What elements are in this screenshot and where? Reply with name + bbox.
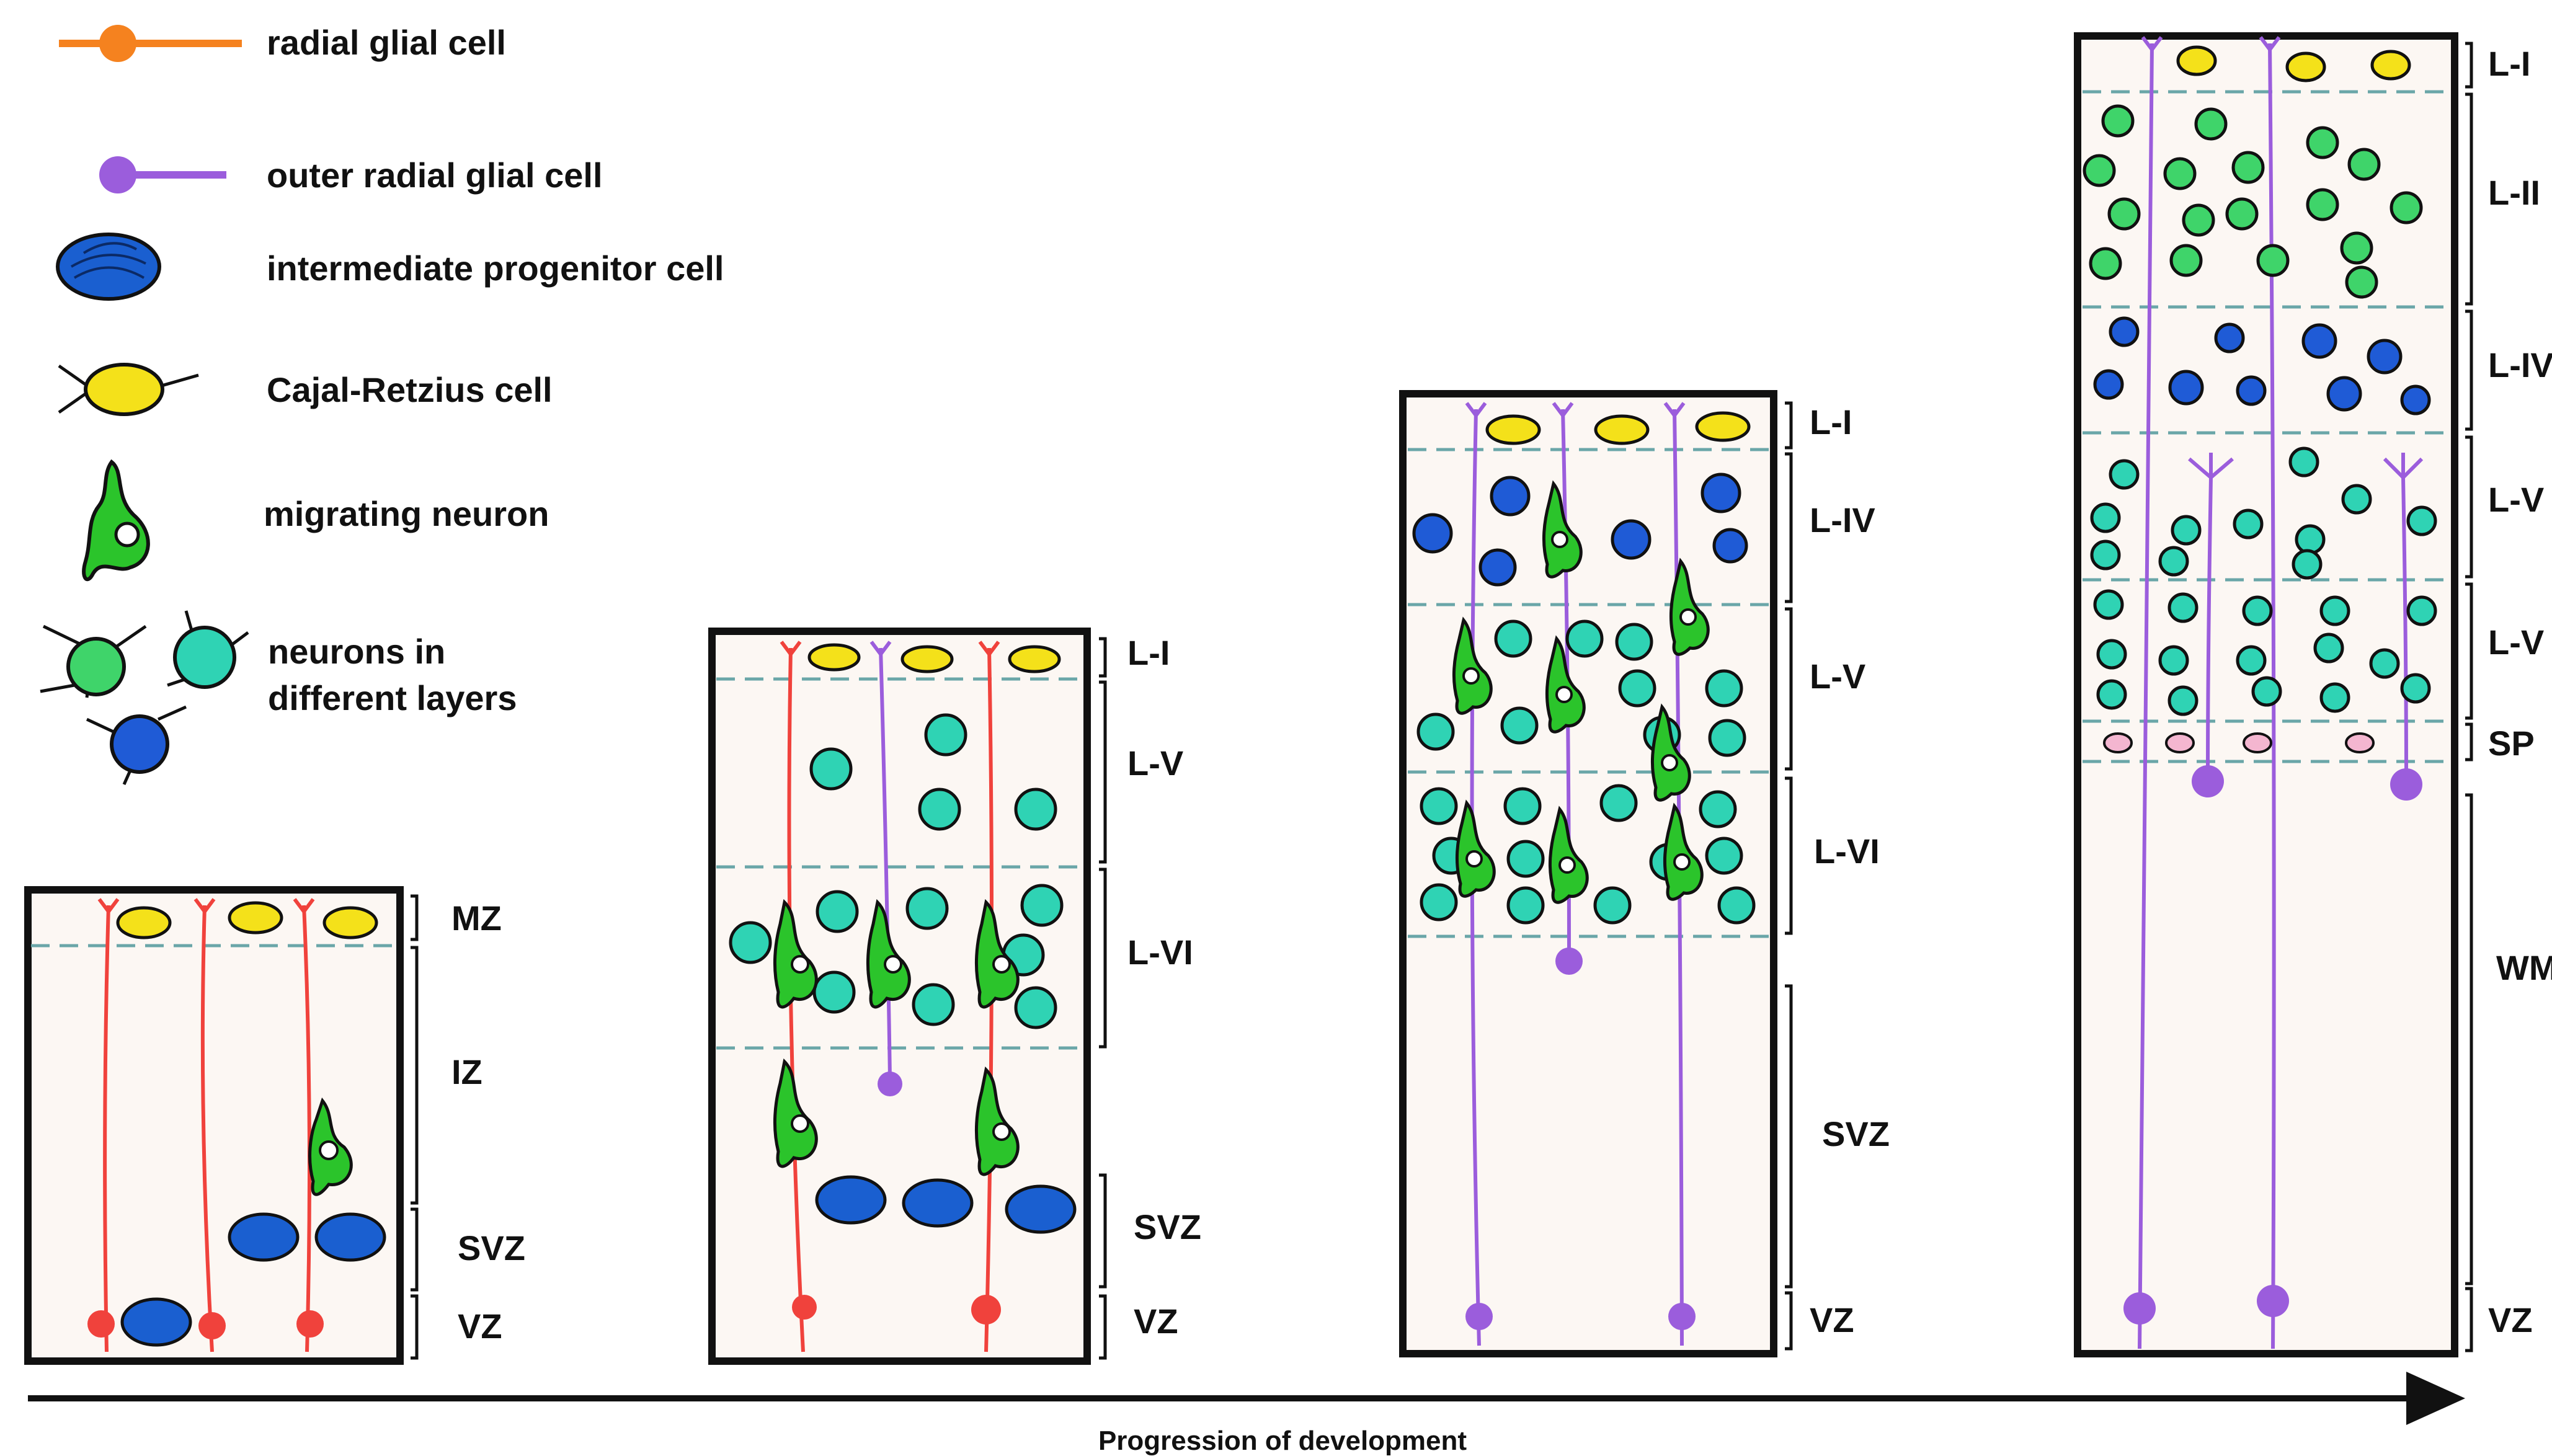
- stage-3-zone-l-i: L-I: [1810, 402, 1852, 442]
- neurons-legend-icon: [40, 610, 249, 786]
- legend-label-radial: radial glial cell: [267, 23, 506, 62]
- stage-1-zone-svz: SVZ: [458, 1228, 525, 1267]
- stage-4-zone-l-v-a: L-V: [2488, 480, 2544, 519]
- stage-2-zone-l-v: L-V: [1127, 744, 1183, 783]
- stage-4-zone-l-i: L-I: [2488, 44, 2530, 83]
- stage-2-zone-brackets: [1099, 637, 1107, 1360]
- stage-1-zone-vz: VZ: [458, 1307, 502, 1346]
- legend-migrating-neuron: migrating neuron: [82, 459, 549, 582]
- migrating-neuron: [308, 1097, 353, 1196]
- legend-label-migrating: migrating neuron: [264, 494, 549, 533]
- migrating-neuron-legend-icon: [82, 459, 150, 582]
- stage-2-panel: L-I L-V L-VI SVZ VZ: [708, 628, 1201, 1365]
- progression-label: Progression of development: [1098, 1426, 1467, 1456]
- stage-3-zone-l-vi: L-VI: [1814, 832, 1880, 871]
- stage-1-zone-iz: IZ: [451, 1052, 482, 1091]
- stage-4-zone-l-v-b: L-V: [2488, 623, 2544, 662]
- layer-neurons-green: [2083, 104, 2423, 299]
- legend-radial-glial-cell: radial glial cell: [59, 23, 506, 62]
- progression-arrow: [28, 1372, 2465, 1425]
- layer-neurons-blue: [1412, 473, 1748, 587]
- cajal-retzius-cells: [1485, 411, 1751, 445]
- stage-2-zone-l-i: L-I: [1127, 633, 1170, 672]
- radial-glia-fibers: [97, 898, 315, 1352]
- legend-cajal-retzius: Cajal-Retzius cell: [58, 363, 553, 416]
- stage-2-zone-vz: VZ: [1134, 1302, 1178, 1341]
- outer-radial-glia-legend-icon: [99, 156, 226, 193]
- stage-4-zone-wm: WM: [2496, 948, 2552, 987]
- stage-4-zone-l-iv: L-IV: [2488, 345, 2552, 384]
- stage-4-zone-l-ii: L-II: [2488, 173, 2540, 212]
- ipc-legend-icon: [56, 233, 161, 301]
- stage-2-zone-svz: SVZ: [1134, 1207, 1201, 1246]
- stage-3-zone-vz: VZ: [1810, 1300, 1854, 1339]
- subplate-neurons: [2103, 732, 2375, 753]
- intermediate-progenitor-cells: [120, 1212, 386, 1347]
- migrating-neurons: [773, 899, 1020, 1176]
- stage-2-zone-l-vi: L-VI: [1127, 933, 1193, 972]
- stage-1-panel: MZ IZ SVZ VZ: [24, 886, 525, 1365]
- legend-label-outer: outer radial glial cell: [267, 156, 603, 195]
- layer-neurons-teal: [729, 713, 1064, 1029]
- cajal-retzius-cells: [807, 643, 1061, 673]
- legend-intermediate-progenitor: intermediate progenitor cell: [56, 233, 724, 301]
- stage-3-zone-brackets: [1785, 401, 1793, 1351]
- legend-label-neurons-1: neurons in: [268, 632, 445, 671]
- stage-4-zone-vz: VZ: [2488, 1300, 2533, 1339]
- legend-neurons: neurons in different layers: [40, 610, 517, 786]
- layer-neurons-teal: [2090, 446, 2437, 716]
- legend-outer-radial-glial-cell: outer radial glial cell: [99, 156, 603, 195]
- legend-label-neurons-2: different layers: [268, 678, 517, 717]
- stage-3-zone-svz: SVZ: [1822, 1114, 1890, 1153]
- cajal-retzius-legend-icon: [58, 363, 199, 416]
- cajal-retzius-cells: [116, 901, 378, 939]
- migrating-neurons: [1452, 480, 1710, 904]
- legend-label-cr: Cajal-Retzius cell: [267, 370, 553, 409]
- layer-neurons-teal: [1416, 619, 1756, 925]
- stage-1-zone-mz: MZ: [451, 899, 502, 938]
- stage-1-zone-brackets: [411, 894, 419, 1360]
- cajal-retzius-cells: [2176, 45, 2411, 82]
- legend: radial glial cell outer radial glial cel…: [40, 23, 724, 786]
- stage-3-panel: L-I L-IV L-V L-VI SVZ VZ: [1399, 390, 1890, 1357]
- radial-glia-legend-icon: [59, 25, 242, 62]
- stage-4-zone-sp: SP: [2488, 724, 2535, 763]
- stage-3-zone-l-v: L-V: [1810, 657, 1865, 696]
- legend-label-ipc: intermediate progenitor cell: [267, 249, 724, 288]
- stage-4-zone-brackets: [2465, 42, 2473, 1352]
- radial-glia-somata: [87, 1310, 324, 1339]
- stage-4-panel: L-I L-II L-IV L-V L-V SP WM VZ: [2074, 32, 2552, 1357]
- stage-3-zone-l-iv: L-IV: [1810, 500, 1875, 539]
- intermediate-progenitor-cells: [815, 1175, 1077, 1234]
- layer-neurons-blue: [2093, 316, 2431, 415]
